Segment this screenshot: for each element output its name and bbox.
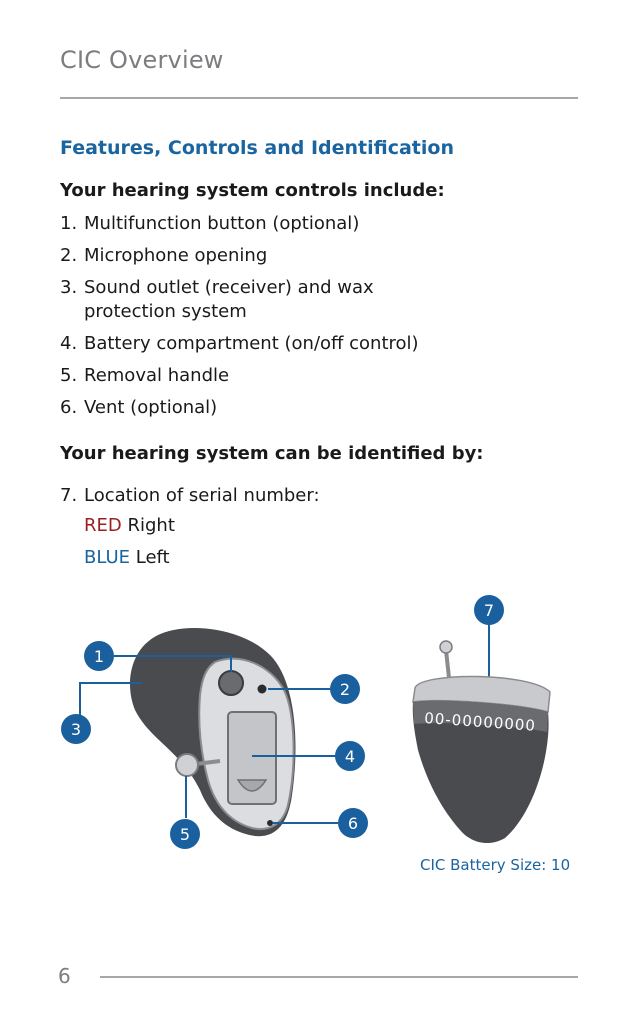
list-item: 2. Microphone opening (60, 244, 419, 268)
serial-band (413, 700, 548, 732)
removal-handle-knob (175, 753, 199, 777)
page-number: 6 (58, 964, 71, 988)
callout-badge-2: 2 (330, 674, 360, 704)
svg-text:4: 4 (345, 747, 355, 766)
list-item: 1. Multifunction button (optional) (60, 212, 419, 236)
identification-heading: Your hearing system can be identified by… (60, 443, 484, 464)
removal-handle-knob (439, 640, 453, 654)
battery-door-notch (236, 779, 268, 792)
multifunction-button (218, 670, 244, 696)
right-ear-key: RED Right (84, 514, 175, 538)
list-item-text-continued: protection system (84, 301, 247, 322)
list-item-text: Microphone opening (84, 245, 268, 266)
removal-handle-stem (195, 759, 221, 766)
removal-handle-wire (444, 649, 451, 679)
controls-heading: Your hearing system controls include: (60, 180, 445, 201)
list-item: 7. Location of serial number: (60, 484, 320, 508)
callout-badge-7: 7 (474, 595, 504, 625)
list-item-number: 7. (60, 485, 78, 506)
list-item-number: 3. (60, 277, 78, 298)
list-item-number: 1. (60, 213, 78, 234)
svg-text:6: 6 (348, 814, 358, 833)
left-ear-key: BLUE Left (84, 546, 175, 570)
list-item-text: Location of serial number: (84, 485, 320, 506)
header-divider (60, 97, 578, 99)
red-label: RED (84, 515, 122, 536)
list-item-number: 5. (60, 365, 78, 386)
list-item-text: Battery compartment (on/off control) (84, 333, 419, 354)
list-item-number: 4. (60, 333, 78, 354)
device-body (412, 700, 549, 844)
microphone-opening (257, 684, 267, 694)
battery-size-caption: CIC Battery Size: 10 (420, 856, 571, 874)
footer-divider (100, 976, 578, 978)
cic-faceplate-view (130, 628, 296, 837)
hearing-aid-illustration: 00-00000000 1 2 3 4 5 6 7 (61, 595, 551, 849)
page-title: CIC Overview (60, 46, 224, 74)
callout-badge-6: 6 (338, 808, 368, 838)
svg-text:5: 5 (180, 825, 190, 844)
list-item: 4. Battery compartment (on/off control) (60, 332, 419, 356)
list-item-number: 6. (60, 397, 78, 418)
list-item-text: Vent (optional) (84, 397, 218, 418)
svg-text:2: 2 (340, 680, 350, 699)
callout-badge-1: 1 (84, 641, 114, 671)
vent-opening (267, 820, 273, 826)
svg-text:3: 3 (71, 720, 81, 739)
list-item-text: Sound outlet (receiver) and wax (84, 277, 374, 298)
list-item: 5. Removal handle (60, 364, 419, 388)
callout-badge-4: 4 (335, 741, 365, 771)
list-item-text: Removal handle (84, 365, 230, 386)
callout-badge-5: 5 (170, 819, 200, 849)
section-heading: Features, Controls and Identification (60, 137, 454, 159)
svg-text:1: 1 (94, 647, 104, 666)
list-item-number: 2. (60, 245, 78, 266)
cic-side-view: 00-00000000 (412, 640, 551, 844)
list-item: 6. Vent (optional) (60, 396, 419, 420)
blue-label: BLUE (84, 547, 131, 568)
right-label: Right (121, 515, 175, 536)
serial-color-key: RED Right BLUE Left (84, 514, 175, 570)
controls-list: 1. Multifunction button (optional) 2. Mi… (60, 212, 419, 420)
identification-list: 7. Location of serial number: (60, 484, 320, 508)
left-label: Left (130, 547, 170, 568)
list-item: 3. Sound outlet (receiver) and wax prote… (60, 276, 419, 324)
list-item-text: Multifunction button (optional) (84, 213, 360, 234)
svg-text:7: 7 (484, 601, 494, 620)
callout-badge-3: 3 (61, 714, 91, 744)
